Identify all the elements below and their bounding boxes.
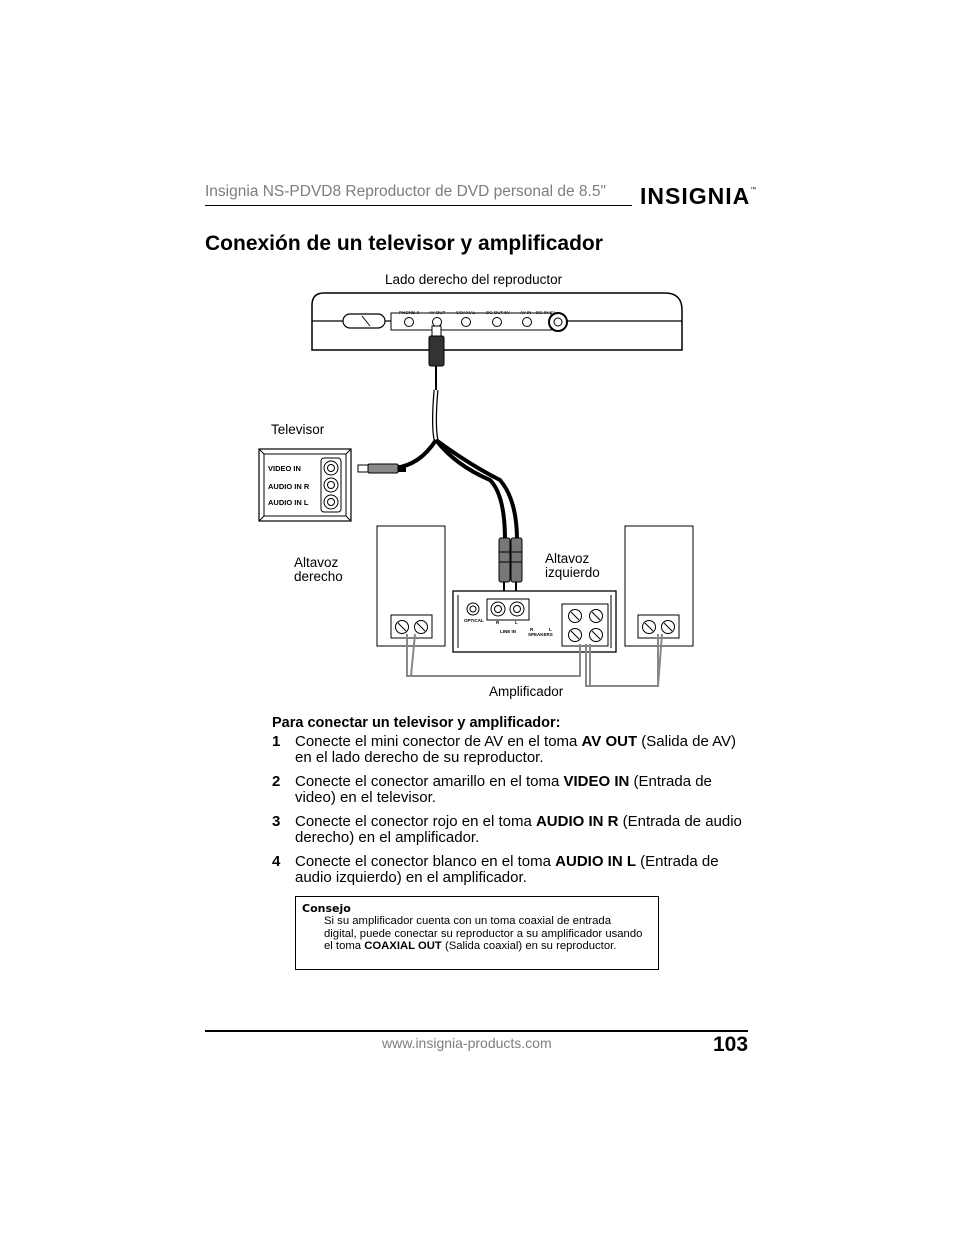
- port-label-dcin: DC IN 9V: [536, 310, 555, 315]
- tip-title: Consejo: [302, 902, 351, 915]
- tv-jack-audio-r: AUDIO IN R: [268, 482, 310, 491]
- footer-url: www.insignia-products.com: [382, 1035, 552, 1051]
- step-text: Conecte el conector amarillo en el toma: [295, 773, 564, 790]
- speaker-right-label-1: Altavoz: [294, 555, 339, 570]
- amp-label: Amplificador: [489, 684, 564, 699]
- step-text-end: (Salida de AV) en el lado derecho de su …: [295, 733, 737, 766]
- tv-jack-video: VIDEO IN: [268, 464, 301, 473]
- connection-diagram: PHONE-3 AV OUT COAXIAL DC OUT 5V AV IN D…: [258, 272, 694, 699]
- port-label-avout: AV OUT: [429, 310, 446, 315]
- amp-l2-label: L: [549, 627, 552, 632]
- step-bold: AUDIO IN L: [555, 853, 636, 870]
- video-rca-plug: [357, 463, 406, 474]
- port-label-phone: PHONE-3: [399, 310, 420, 315]
- av-cable: [394, 389, 519, 541]
- logo-tm: ™: [750, 187, 758, 193]
- speaker-right: [376, 525, 446, 647]
- amp-l-label: L: [515, 620, 518, 625]
- speaker-left-label-1: Altavoz: [545, 551, 590, 566]
- step-text: Conecte el conector rojo en el toma: [295, 813, 536, 830]
- tip-text-end: (Salida coaxial) en su reproductor.: [441, 940, 617, 952]
- procedure-title: Para conectar un televisor y amplificado…: [272, 715, 561, 731]
- amp-r-label: R: [496, 620, 500, 625]
- step-bold: AV OUT: [581, 733, 638, 750]
- step-item: 2 Conecte el conector amarillo en el toma…: [272, 774, 742, 806]
- footer-rule: [205, 1030, 748, 1032]
- step-item: 1 Conecte el mini conector de AV en el to…: [272, 734, 742, 766]
- running-header: Insignia NS-PDVD8 Reproductor de DVD per…: [205, 183, 606, 200]
- step-bold: AUDIO IN R: [535, 813, 619, 830]
- step-item: 3 Conecte el conector rojo en el toma AUD…: [272, 814, 742, 846]
- speaker-left: [624, 525, 694, 647]
- step-text: Conecte el conector blanco en el toma: [295, 853, 556, 870]
- tv-jack-audio-l: AUDIO IN L: [268, 498, 309, 507]
- step-text-end: (Entrada de audio derecho) en el amplifi…: [295, 813, 742, 846]
- step-text-end: (Entrada de audio izquierdo) en el ampli…: [295, 853, 719, 886]
- procedure-steps: 1 Conecte el mini conector de AV en el to…: [272, 734, 742, 894]
- insignia-logo: INSIGNIA™: [640, 183, 757, 210]
- tv-label: Televisor: [271, 422, 325, 437]
- tip-bold: COAXIAL OUT: [364, 940, 442, 952]
- logo-text: INSIGNIA: [640, 183, 751, 209]
- step-text-end: (Entrada de video) en el televisor.: [295, 773, 712, 806]
- player-side: PHONE-3 AV OUT COAXIAL DC OUT 5V AV IN D…: [311, 292, 683, 351]
- speaker-left-label-2: izquierdo: [545, 565, 600, 580]
- step-number: 2: [272, 773, 281, 790]
- amp-linein-label: LINE IN: [500, 629, 516, 634]
- speaker-wires: [406, 633, 663, 687]
- amplifier: OPTICAL R L LINE IN R L SPEAKERS: [452, 590, 617, 653]
- av-mini-plug: [428, 325, 445, 390]
- audio-rca-plugs: [498, 537, 523, 596]
- step-bold: VIDEO IN: [563, 773, 630, 790]
- amp-optical-label: OPTICAL: [464, 618, 484, 623]
- port-label-avin: AV IN: [520, 310, 531, 315]
- connection-diagram-svg: PHONE-3 AV OUT COAXIAL DC OUT 5V AV IN D…: [258, 292, 694, 687]
- step-text: Conecte el mini conector de AV en el tom…: [295, 733, 582, 750]
- speaker-right-label-2: derecho: [294, 569, 343, 584]
- player-label: Lado derecho del reproductor: [385, 272, 563, 287]
- step-number: 4: [272, 853, 281, 870]
- tip-text: Si su amplificador cuenta con un toma co…: [324, 915, 646, 953]
- tv-panel: VIDEO IN AUDIO IN R AUDIO IN L: [258, 448, 352, 522]
- tip-box: Consejo Si su amplificador cuenta con un…: [295, 896, 659, 970]
- tip-text-start: Si su amplificador cuenta con un toma co…: [324, 915, 643, 952]
- header-rule: [205, 205, 632, 206]
- section-title: Conexión de un televisor y amplificador: [205, 232, 603, 255]
- port-label-coaxial: COAXIAL: [456, 310, 476, 315]
- step-number: 1: [272, 733, 281, 750]
- port-label-dcout: DC OUT 5V: [486, 310, 510, 315]
- step-number: 3: [272, 813, 281, 830]
- amp-speakers-label: SPEAKERS: [528, 632, 553, 637]
- amp-r2-label: R: [530, 627, 534, 632]
- step-item: 4 Conecte el conector blanco en el toma A…: [272, 854, 742, 886]
- page-number: 103: [713, 1033, 749, 1056]
